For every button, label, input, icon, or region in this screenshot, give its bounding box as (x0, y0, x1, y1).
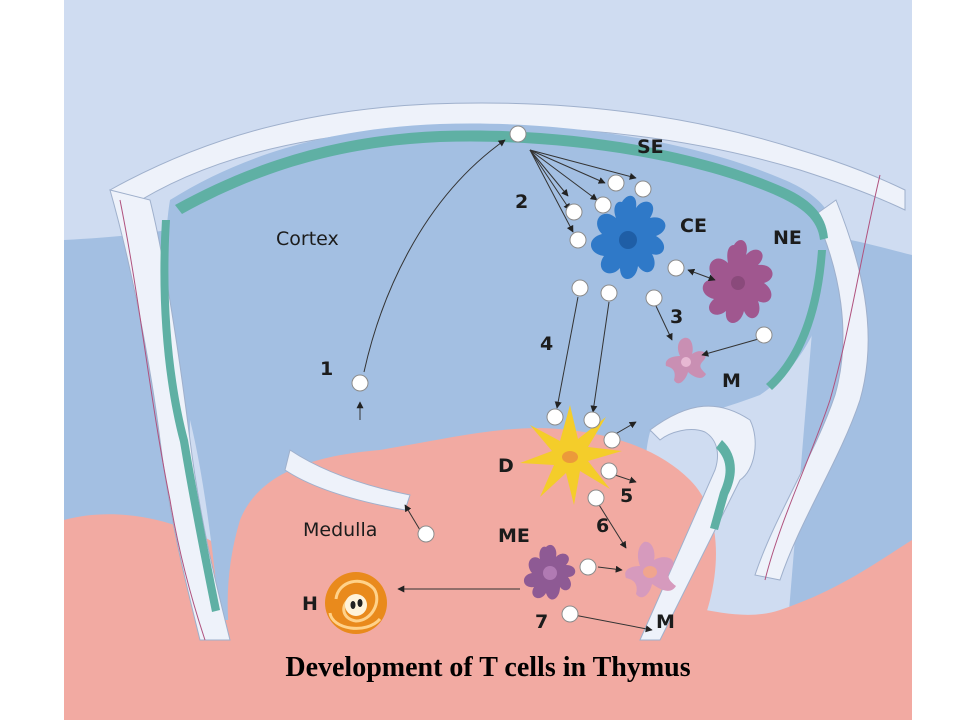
arrow-6b (597, 565, 623, 573)
t-cell (351, 374, 369, 392)
arrow-1c (404, 504, 421, 531)
vessel-right (764, 174, 881, 581)
cell-label-m-cortex: M (722, 370, 741, 392)
medulla-label: Medulla (303, 519, 377, 541)
septal-epithelium-right (766, 250, 826, 390)
arrow-2f (529, 149, 574, 233)
cell-label-m-medulla: M (656, 611, 675, 633)
cell-label-ce: CE (680, 215, 707, 237)
cell-label-ne: NE (773, 227, 802, 249)
t-cell (579, 558, 597, 576)
step-2: 2 (515, 191, 528, 213)
t-cell (569, 231, 587, 249)
dendritic-cell (520, 405, 622, 505)
arrow-2b (529, 149, 606, 184)
arrow-3b (701, 337, 763, 357)
t-cell (565, 203, 583, 221)
arrow-4a (554, 296, 579, 409)
t-cell (603, 431, 621, 449)
step-1: 1 (320, 358, 333, 380)
nurse-epithelial-cell (702, 240, 773, 323)
t-cell (417, 525, 435, 543)
cortex-label: Cortex (276, 228, 339, 250)
t-cell (634, 180, 652, 198)
t-cells (351, 125, 773, 623)
septum-right (754, 199, 869, 581)
t-cell (600, 462, 618, 480)
t-cell (546, 408, 564, 426)
arrow-3 (655, 305, 673, 341)
arrow-2a (529, 149, 637, 180)
septal-epithelium-branch (710, 440, 735, 530)
t-cell (755, 326, 773, 344)
cell-label-se: SE (637, 136, 664, 158)
cortical-macrophage (665, 337, 706, 384)
cortical-epithelial-cell (590, 195, 666, 280)
t-cell (561, 605, 579, 623)
step-7: 7 (535, 611, 548, 633)
t-cell (509, 125, 527, 143)
step-5: 5 (620, 485, 633, 507)
medullary-epithelial-cell (523, 544, 576, 600)
t-cell (583, 411, 601, 429)
arrow-2e (529, 149, 571, 211)
t-cell (571, 279, 589, 297)
t-cell (594, 196, 612, 214)
arrow-2c (529, 149, 598, 201)
subcapsular-epithelium (175, 130, 828, 240)
arrow-4b (590, 301, 610, 413)
medullary-macrophage (625, 541, 676, 598)
arrow-2d (529, 149, 569, 197)
arrow-6 (595, 499, 627, 549)
hassalls-corpuscle (325, 572, 387, 634)
step-4: 4 (540, 333, 553, 355)
t-cell (667, 259, 685, 277)
vessel-left (119, 199, 206, 641)
arrow-1b (363, 139, 506, 373)
cell-label-me: ME (498, 525, 530, 547)
t-cell (587, 489, 605, 507)
diagram-caption: Development of T cells in Thymus (285, 652, 691, 683)
t-cell (607, 174, 625, 192)
t-cell (645, 289, 663, 307)
arrow-7 (573, 614, 653, 633)
cell-label-d: D (498, 455, 514, 477)
arrow-ce-ne (687, 268, 716, 282)
cell-label-h: H (302, 593, 318, 615)
step-3: 3 (670, 306, 683, 328)
septal-epithelium-left (160, 220, 220, 612)
step-6: 6 (596, 515, 609, 537)
t-cell (600, 284, 618, 302)
